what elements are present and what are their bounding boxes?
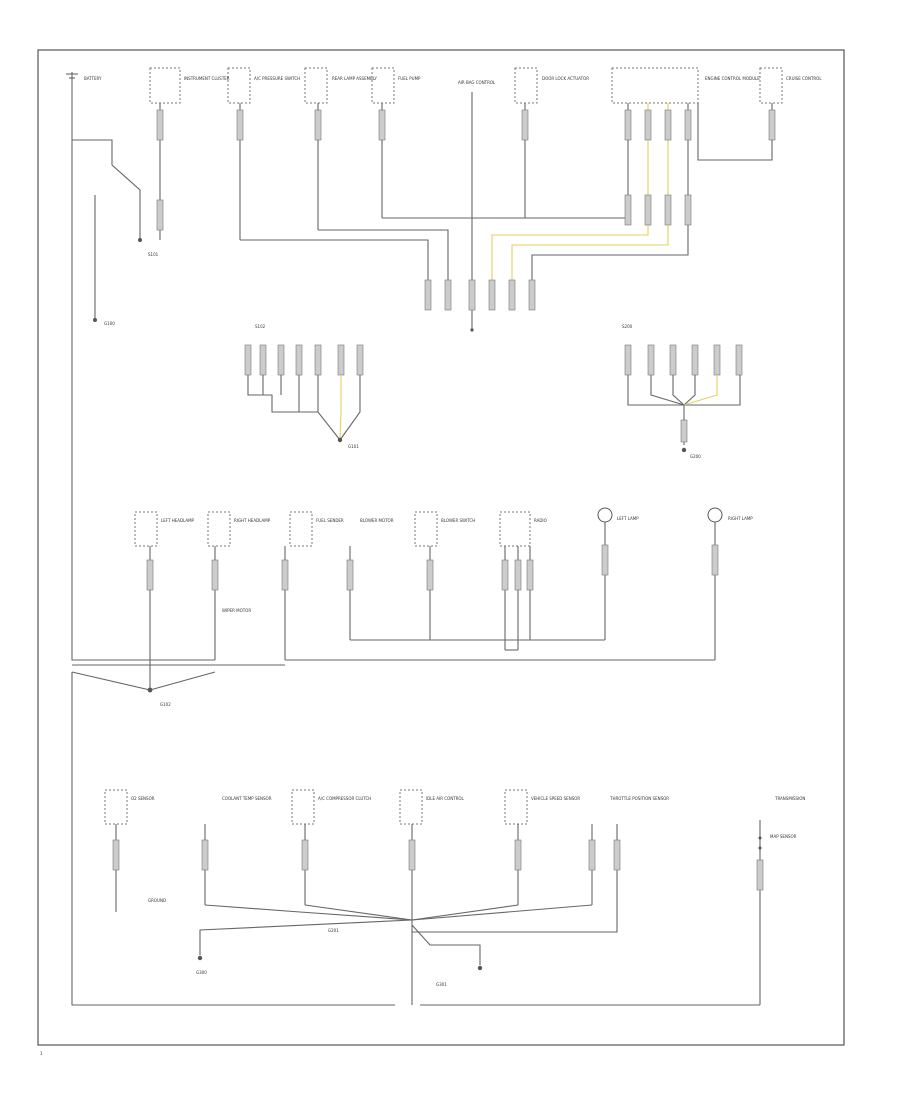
label-idle-air: IDLE AIR CONTROL: [426, 796, 465, 801]
bottom-section: O2 SENSOR COOLANT TEMP SENSOR A/C COMPRE…: [71, 672, 805, 1006]
component-o2-sensor: [104, 789, 128, 825]
component-fuel-pump: [371, 67, 395, 104]
label-map-sensor: MAP SENSOR: [770, 834, 797, 839]
top-section: BATTERY G100 S101 INSTRUMENT CLUSTER A/C…: [66, 67, 822, 332]
label-wiper-motor: WIPER MOTOR: [222, 608, 251, 613]
label-ac-pressure-switch: A/C PRESSURE SWITCH: [254, 76, 300, 81]
ground-label-g301: G301: [436, 982, 447, 987]
component-fuel-sender: [289, 511, 313, 547]
component-cruise-control: [759, 67, 783, 104]
label-cruise-control: CRUISE CONTROL: [786, 76, 822, 81]
label-tps: THROTTLE POSITION SENSOR: [609, 796, 669, 801]
component-idle-air: [399, 789, 423, 825]
lamp-right: [707, 507, 723, 523]
label-vss: VEHICLE SPEED SENSOR: [531, 796, 580, 801]
component-right-headlamp: [207, 511, 231, 547]
label-transmission: TRANSMISSION: [774, 796, 805, 801]
label-right-lamp: RIGHT LAMP: [728, 516, 753, 521]
battery-label: BATTERY: [84, 76, 102, 81]
splice-label-s101: S101: [148, 252, 159, 257]
component-vss: [504, 789, 528, 825]
ground-label-g200: G200: [690, 454, 701, 459]
component-instrument-cluster: [149, 67, 181, 104]
ground-label-g100: G100: [104, 321, 115, 326]
component-ecm: [611, 67, 699, 104]
middle-section: LEFT HEADLAMP RIGHT HEADLAMP FUEL SENDER…: [71, 140, 753, 707]
splice-label-s200: S200: [622, 324, 633, 329]
ground-label-g101: G101: [348, 444, 359, 449]
diagram-frame: [37, 49, 845, 1046]
connector-bank-left: S102 G101: [244, 324, 364, 449]
component-ac-pressure-switch: [227, 67, 251, 104]
splice-label-s102: S102: [255, 324, 266, 329]
battery-symbol: BATTERY: [66, 72, 102, 140]
component-door-lock: [514, 67, 538, 104]
component-rear-lamp: [304, 67, 328, 104]
ground-label-g201: G201: [328, 928, 339, 933]
lamp-left: [597, 507, 613, 523]
label-coolant-temp: COOLANT TEMP SENSOR: [222, 796, 272, 801]
label-fuel-sender: FUEL SENDER: [316, 518, 344, 523]
label-left-headlamp: LEFT HEADLAMP: [161, 518, 195, 523]
label-ecm: ENGINE CONTROL MODULE: [705, 76, 760, 81]
label-fuel-pump: FUEL PUMP: [398, 76, 421, 81]
label-blower-motor: BLOWER MOTOR: [360, 518, 394, 523]
ground-label-g102: G102: [160, 702, 171, 707]
label-right-headlamp: RIGHT HEADLAMP: [234, 518, 271, 523]
label-left-lamp: LEFT LAMP: [617, 516, 639, 521]
label-rear-lamp: REAR LAMP ASSEMBLY: [332, 76, 378, 81]
label-blower-switch: BLOWER SWITCH: [441, 518, 475, 523]
label-ground-bottom: GROUND: [148, 898, 166, 903]
connector-bank-right: S200 G200: [622, 324, 743, 459]
label-instrument-cluster: INSTRUMENT CLUSTER: [184, 76, 230, 81]
label-radio: RADIO: [534, 518, 547, 523]
component-blower-switch: [414, 511, 438, 547]
component-radio: [499, 511, 531, 547]
component-ac-compressor: [291, 789, 315, 825]
label-ac-compressor: A/C COMPRESSOR CLUTCH: [318, 796, 371, 801]
label-o2-sensor: O2 SENSOR: [131, 796, 155, 801]
ground-label-g300: G300: [196, 970, 207, 975]
page-number: 1: [40, 1051, 43, 1056]
label-air-bag-control: AIR BAG CONTROL: [458, 80, 496, 85]
label-door-lock: DOOR LOCK ACTUATOR: [542, 76, 589, 81]
component-left-headlamp: [134, 511, 158, 547]
top-connector-pins: [156, 109, 776, 311]
